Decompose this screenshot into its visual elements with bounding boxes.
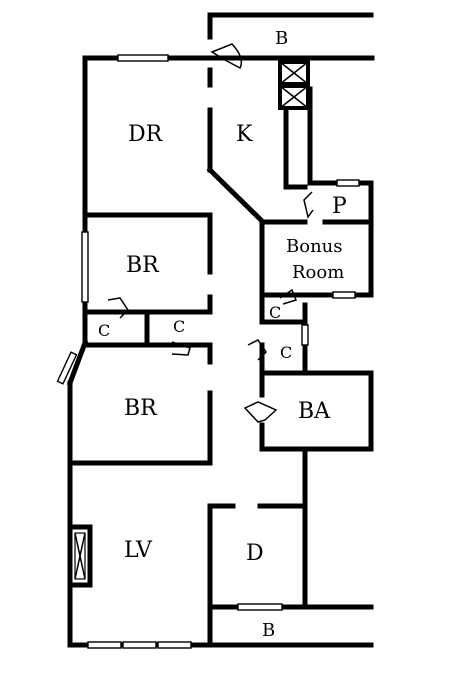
duct-boxes-icon (278, 60, 310, 110)
closet-hall-label: C (280, 343, 292, 362)
door-swing-closet-left-icon (107, 297, 129, 319)
door-swing-closet-mid-icon (171, 341, 191, 356)
kitchen-label: K (236, 122, 253, 147)
window-closet-hall (301, 324, 309, 346)
window-bedroom-left (81, 231, 89, 303)
room-labels: B DR K P Bonus Room BR C C C C BR BA LV … (98, 28, 347, 641)
window-living-bottom-1 (87, 641, 122, 649)
pantry-label: P (332, 194, 347, 219)
door-swing-bonus-icon (279, 288, 297, 305)
closet-left-label: C (98, 321, 110, 340)
dining-room-label: DR (128, 122, 164, 147)
balcony-top-label: B (275, 28, 288, 49)
bonus-room-label-line1: Bonus (286, 236, 343, 257)
closet-bonus-label: C (269, 303, 281, 322)
bedroom-upper-label: BR (126, 253, 160, 278)
door-swings (107, 43, 314, 423)
door-swing-closet-hall-icon (247, 339, 267, 361)
door-swing-balcony-icon (210, 43, 243, 70)
bonus-room-label-line2: Room (292, 262, 344, 283)
window-living-bottom-3 (157, 641, 192, 649)
door-swing-pantry-icon (303, 191, 314, 219)
walls (66, 12, 375, 648)
balcony-bottom-label: B (262, 620, 275, 641)
window-dining-top (117, 54, 169, 62)
window-bedroom-corner (56, 351, 78, 385)
living-room-label: LV (124, 538, 153, 563)
door-swing-bath-icon (243, 401, 278, 423)
window-bonus (332, 291, 356, 299)
window-den (237, 603, 283, 611)
bathroom-label: BA (298, 399, 331, 424)
bedroom-lower-label: BR (124, 396, 158, 421)
closet-middle-label: C (173, 317, 185, 336)
windows (56, 54, 360, 649)
window-pantry (336, 179, 360, 187)
fireplace-icon (67, 524, 93, 588)
den-label: D (246, 541, 264, 566)
window-living-bottom-2 (122, 641, 157, 649)
